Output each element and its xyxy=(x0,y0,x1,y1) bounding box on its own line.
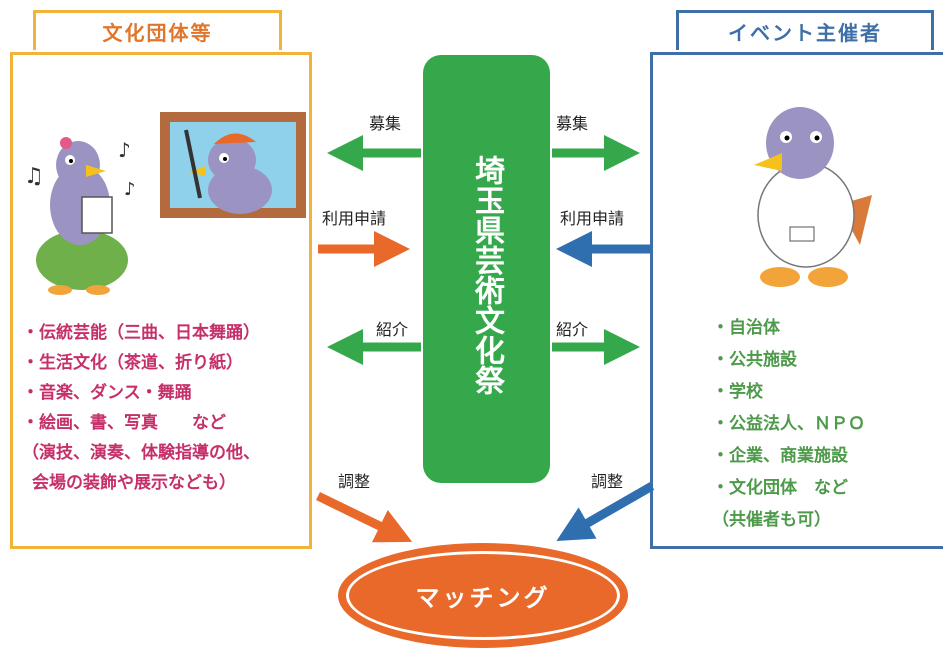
matching-ellipse-ring xyxy=(346,551,620,640)
list-item: ・絵画、書、写真 など xyxy=(22,413,226,433)
note-line: （共催者も可） xyxy=(712,510,831,530)
apply-label-left: 利用申請 xyxy=(322,209,387,228)
event-organizers-title: イベント主催者 xyxy=(676,10,934,50)
matching-label: マッチング xyxy=(415,584,551,612)
painter-bird-picture-icon xyxy=(160,112,306,218)
event-organizers-list: ・自治体 ・公共施設 ・学校 ・公益法人、ＮＰＯ ・企業、商業施設 ・文化団体 … xyxy=(712,312,942,536)
svg-text:♪: ♪ xyxy=(124,179,136,200)
svg-text:♫: ♫ xyxy=(24,164,44,189)
adjust-arrow-left xyxy=(316,491,413,543)
apply-label-right: 利用申請 xyxy=(560,209,625,228)
recruit-label-right: 募集 xyxy=(556,114,589,133)
note-line: 会場の装飾や展示なども） xyxy=(32,473,236,493)
list-item: ・学校 xyxy=(712,382,763,402)
list-item: ・企業、商業施設 xyxy=(712,446,848,466)
list-item: ・伝統芸能（三曲、日本舞踊） xyxy=(22,323,260,343)
list-item: ・文化団体 など xyxy=(712,478,848,498)
recruit-label-left: 募集 xyxy=(369,114,402,133)
list-item: ・公共施設 xyxy=(712,350,797,370)
intro-label-left: 紹介 xyxy=(376,320,409,339)
culture-groups-list: ・伝統芸能（三曲、日本舞踊） ・生活文化（茶道、折り紙） ・音楽、ダンス・舞踊 … xyxy=(22,318,312,498)
note-line: （演技、演奏、体験指導の他、 xyxy=(22,443,260,463)
svg-text:♪: ♪ xyxy=(118,138,131,162)
adjust-label-right: 調整 xyxy=(591,472,624,491)
list-item: ・生活文化（茶道、折り紙） xyxy=(22,353,243,373)
arts-festival-hub xyxy=(423,55,550,483)
arts-festival-label: 埼玉県芸術文化祭 xyxy=(469,155,504,395)
adjust-arrow-right xyxy=(556,482,655,541)
list-item: ・自治体 xyxy=(712,318,780,338)
culture-groups-title: 文化団体等 xyxy=(33,10,282,50)
adjust-label-left: 調整 xyxy=(338,472,371,491)
list-item: ・公益法人、ＮＰＯ xyxy=(712,414,865,434)
staff-bird-icon xyxy=(754,107,872,287)
list-item: ・音楽、ダンス・舞踊 xyxy=(22,383,192,403)
intro-label-right: 紹介 xyxy=(556,320,589,339)
singing-bird-icon: ♫ ♪ ♪ xyxy=(24,137,136,295)
